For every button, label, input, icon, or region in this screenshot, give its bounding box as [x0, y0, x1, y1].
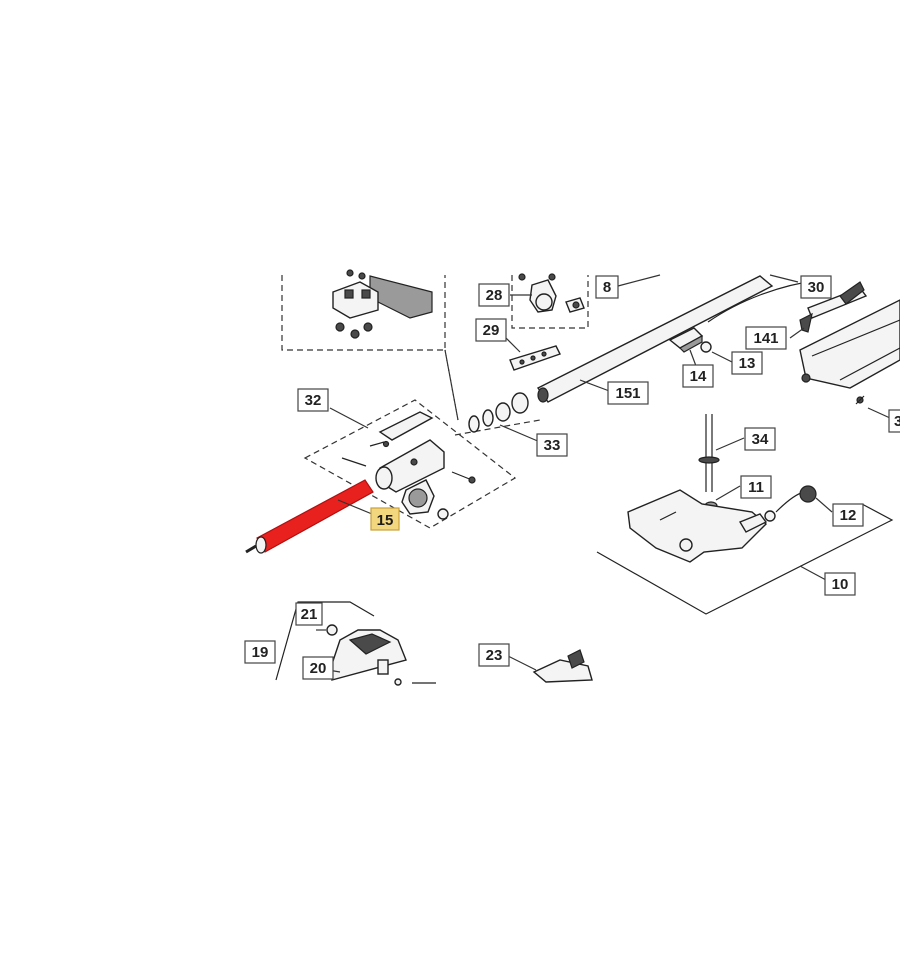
svg-text:10: 10	[832, 576, 849, 593]
callout-21: 21	[295, 602, 323, 626]
drive-tube-151	[536, 275, 774, 403]
gearbox-group-23	[507, 649, 593, 683]
callout-3: 3	[888, 409, 900, 433]
callout-8: 8	[595, 275, 619, 299]
spacer-strip-29	[502, 334, 561, 371]
callout-151: 151	[607, 381, 649, 405]
callout-32: 32	[297, 388, 329, 412]
callout-33: 33	[536, 433, 568, 457]
callout-28: 28	[478, 283, 510, 307]
callout-14: 14	[682, 364, 714, 388]
clamp-assembly-group	[281, 269, 459, 421]
callout-15: 15	[370, 507, 400, 531]
callout-20: 20	[302, 656, 334, 680]
trigger-group-14	[668, 327, 733, 367]
svg-text:14: 14	[690, 368, 707, 385]
trimmer-head-group	[275, 601, 436, 686]
drive-shaft-15-highlighted	[245, 479, 374, 554]
svg-text:19: 19	[252, 644, 269, 661]
bracket-group-28	[510, 273, 589, 329]
callout-34: 34	[744, 427, 776, 451]
svg-text:3: 3	[894, 413, 900, 430]
svg-text:28: 28	[486, 287, 503, 304]
callout-30: 30	[800, 275, 832, 299]
callout-23: 23	[478, 643, 510, 667]
callout-11: 11	[740, 475, 772, 499]
svg-text:11: 11	[748, 479, 764, 496]
callout-10: 10	[824, 572, 856, 596]
handle-linkage-group	[769, 274, 868, 339]
coupler-group	[303, 349, 541, 529]
svg-text:20: 20	[310, 660, 327, 677]
svg-text:151: 151	[615, 385, 640, 402]
svg-text:30: 30	[808, 279, 825, 296]
svg-text:13: 13	[739, 355, 756, 372]
callout-29: 29	[475, 318, 507, 342]
callout-12: 12	[832, 503, 864, 527]
svg-text:12: 12	[840, 507, 857, 524]
svg-text:21: 21	[301, 606, 318, 623]
svg-text:15: 15	[377, 512, 394, 529]
svg-text:8: 8	[603, 279, 611, 296]
svg-text:32: 32	[305, 392, 322, 409]
callout-141: 141	[745, 326, 787, 350]
callout-19: 19	[244, 640, 276, 664]
svg-text:141: 141	[753, 330, 778, 347]
fuel-tank-group	[596, 414, 894, 615]
svg-text:23: 23	[486, 647, 503, 664]
svg-text:34: 34	[752, 431, 769, 448]
svg-text:33: 33	[544, 437, 561, 454]
callout-13: 13	[731, 351, 763, 375]
handle-frame	[799, 299, 900, 419]
svg-text:29: 29	[483, 322, 500, 339]
